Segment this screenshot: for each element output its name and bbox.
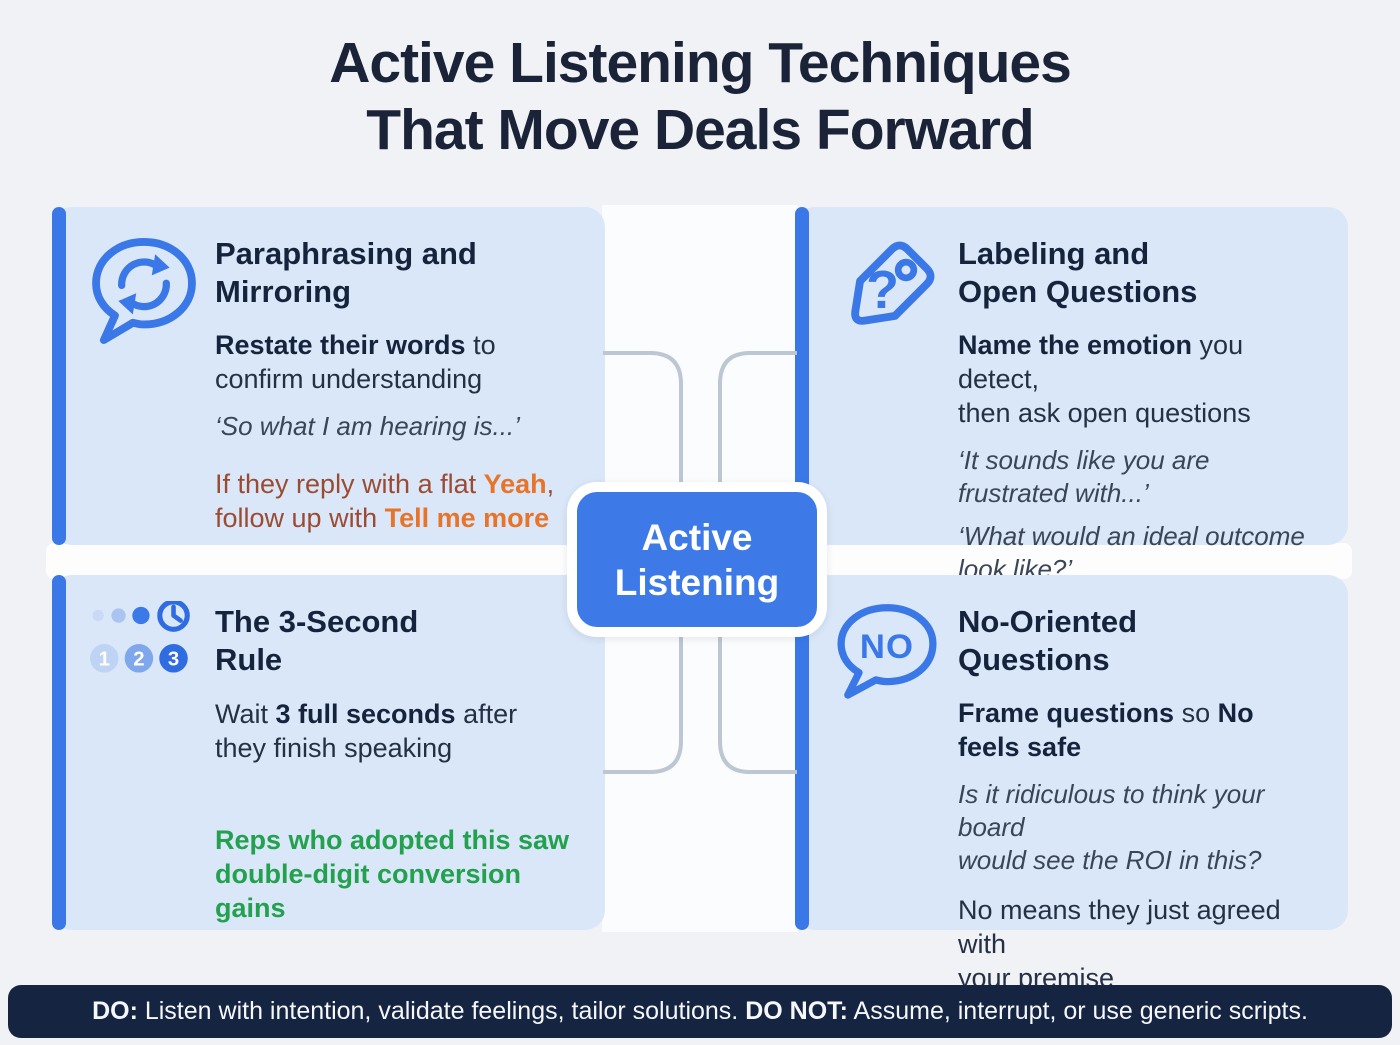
- countdown-clock-icon: 1 2 3: [88, 597, 215, 925]
- card-body: Name the emotion you detect,then ask ope…: [958, 330, 1251, 428]
- footer-bar: DO: Listen with intention, validate feel…: [8, 985, 1392, 1038]
- card-quote: ‘So what I am hearing is...’: [215, 411, 520, 441]
- card-accent-bar: [795, 207, 809, 545]
- svg-text:NO: NO: [860, 628, 914, 666]
- card-accent-bar: [52, 207, 66, 545]
- speech-bubble-refresh-icon: [88, 229, 215, 535]
- page-title: Active Listening Techniques That Move De…: [0, 30, 1400, 164]
- card-tip: If they reply with a flat Yeah,follow up…: [215, 469, 555, 533]
- no-speech-bubble-icon: NO: [831, 597, 958, 995]
- card-accent-bar: [795, 575, 809, 930]
- page-title-line1: Active Listening Techniques: [329, 31, 1072, 95]
- svg-text:?: ?: [866, 260, 899, 320]
- card-accent-bar: [52, 575, 66, 930]
- svg-text:3: 3: [168, 648, 179, 670]
- svg-text:1: 1: [99, 648, 110, 670]
- svg-text:2: 2: [133, 648, 144, 670]
- tag-question-icon: ?: [831, 229, 958, 596]
- footer-text: DO: Listen with intention, validate feel…: [92, 997, 1308, 1025]
- page-title-line2: That Move Deals Forward: [366, 98, 1035, 162]
